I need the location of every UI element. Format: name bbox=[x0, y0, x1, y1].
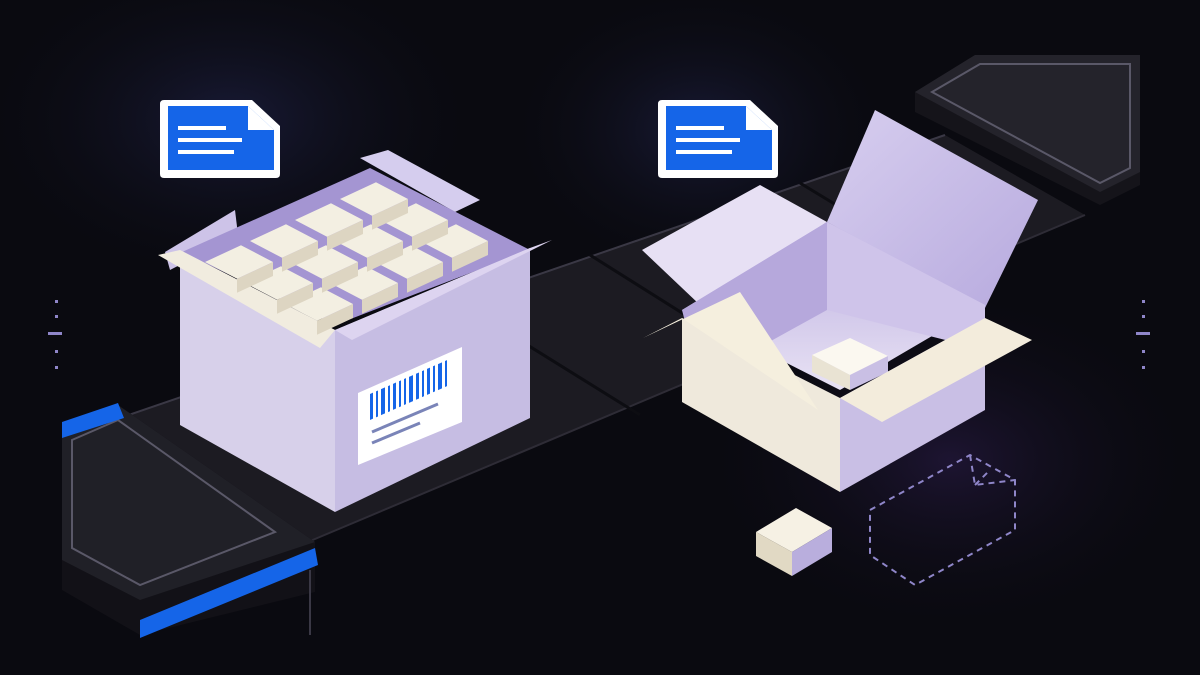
packed-item-cube bbox=[290, 245, 358, 293]
packed-item-cube bbox=[375, 245, 443, 293]
box-flap bbox=[840, 318, 1032, 422]
packed-item-cube bbox=[295, 203, 363, 251]
packed-item-cube bbox=[340, 182, 408, 230]
shipping-label bbox=[358, 347, 462, 465]
packed-item-cube bbox=[380, 203, 448, 251]
item-grid bbox=[205, 182, 488, 335]
platform-bottom-left bbox=[62, 403, 318, 638]
loose-item-cube bbox=[756, 508, 832, 576]
dot-marker-right bbox=[1136, 300, 1150, 369]
box-flap bbox=[827, 110, 1038, 308]
platform-accent-stripe bbox=[140, 548, 318, 638]
missing-item-placeholder bbox=[869, 453, 1016, 587]
box-flap bbox=[158, 250, 335, 348]
box-flap bbox=[642, 185, 827, 305]
packed-item-cube bbox=[245, 266, 313, 314]
packed-item-cube bbox=[420, 224, 488, 272]
packed-item-cube bbox=[330, 266, 398, 314]
box-flap bbox=[360, 150, 480, 212]
box-flap bbox=[335, 240, 552, 340]
packed-box bbox=[158, 150, 552, 512]
barcode-icon bbox=[370, 360, 447, 420]
document-icon bbox=[658, 100, 778, 178]
dot-marker-left bbox=[48, 300, 62, 369]
platform-accent-stripe bbox=[62, 403, 124, 438]
item-inside-box bbox=[812, 338, 888, 390]
packed-item-cube bbox=[205, 245, 273, 293]
packed-item-cube bbox=[285, 287, 353, 335]
document-icon bbox=[160, 100, 280, 178]
open-box bbox=[642, 110, 1038, 492]
box-flap bbox=[643, 292, 818, 410]
packed-item-cube bbox=[335, 224, 403, 272]
box-left-side bbox=[682, 318, 840, 492]
platform-top-right bbox=[915, 55, 1140, 205]
packed-item-cube bbox=[250, 224, 318, 272]
